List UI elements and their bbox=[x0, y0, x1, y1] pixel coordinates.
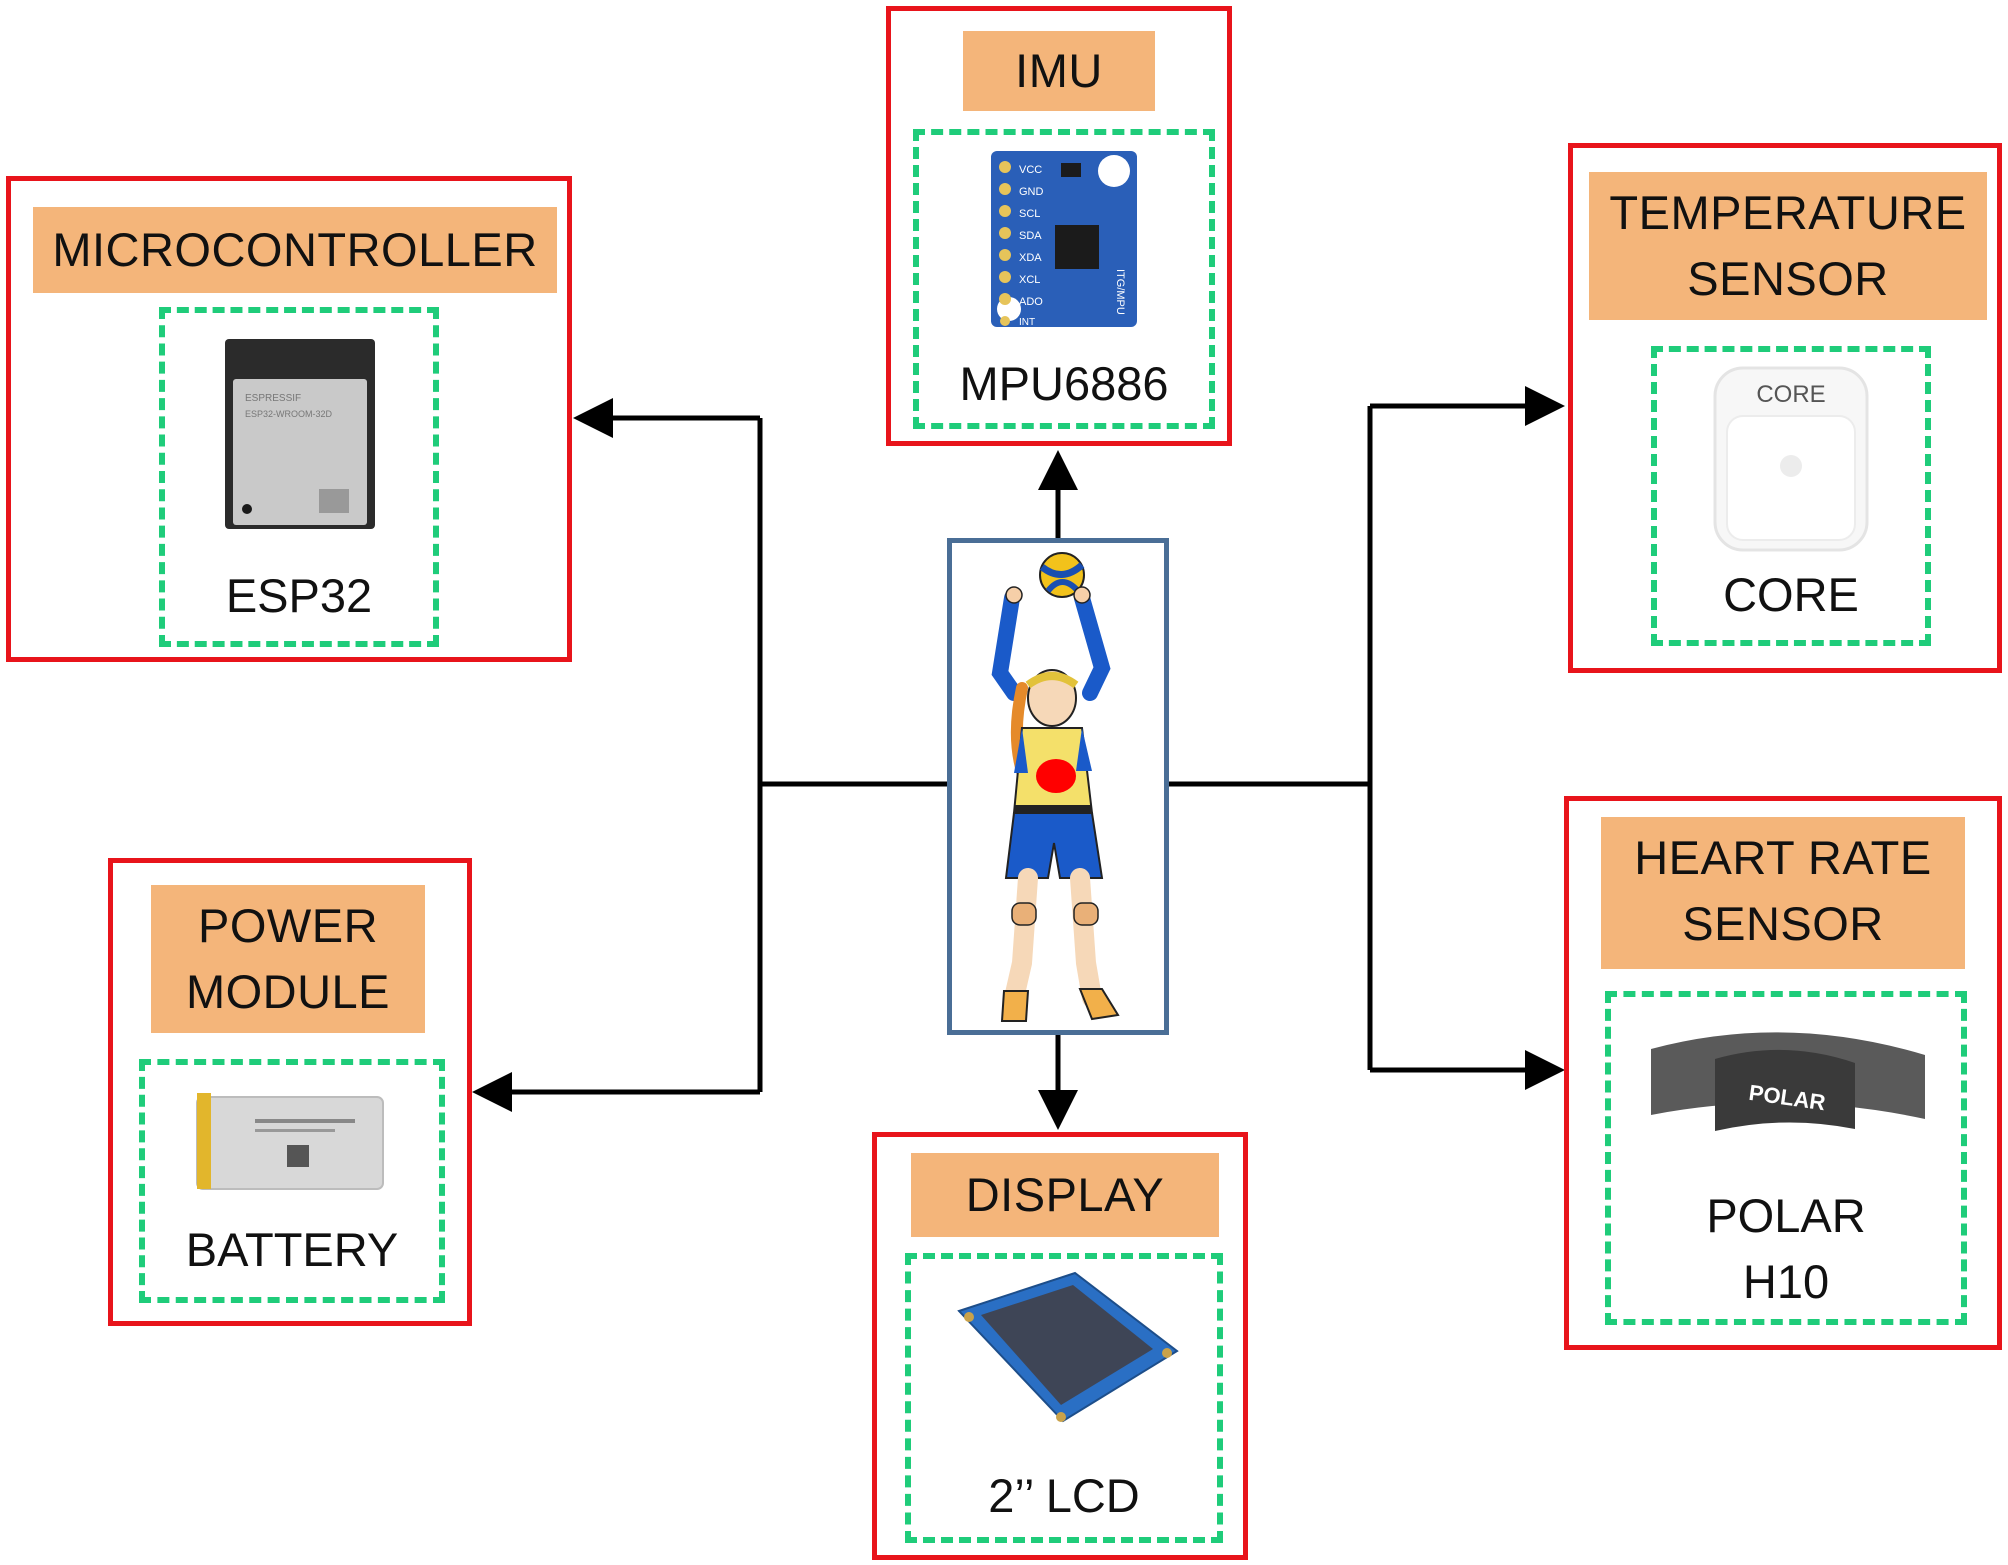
temperature-sensor-block: TEMPERATURE SENSOR CORE CORE bbox=[1568, 143, 2002, 673]
power-module-caption: BATTERY bbox=[185, 1223, 399, 1276]
imu-header: IMU bbox=[963, 31, 1155, 111]
svg-text:GND: GND bbox=[1019, 186, 1044, 198]
svg-text:SCL: SCL bbox=[1019, 208, 1040, 220]
svg-text:ESPRESSIF: ESPRESSIF bbox=[245, 393, 301, 404]
svg-text:ADO: ADO bbox=[1019, 296, 1043, 308]
athlete-panel bbox=[947, 538, 1169, 1035]
svg-text:INT: INT bbox=[1019, 317, 1035, 328]
power-header-line2: MODULE bbox=[185, 965, 391, 1018]
sensor-position-dot bbox=[1036, 759, 1076, 793]
power-module-block: POWER MODULE BATTERY bbox=[108, 858, 472, 1326]
esp32-module-icon: ESPRESSIF ESP32-WROOM-32D bbox=[225, 339, 375, 529]
svg-text:XCL: XCL bbox=[1019, 274, 1040, 286]
battery-icon bbox=[196, 1093, 384, 1190]
microcontroller-inner: ESPRESSIF ESP32-WROOM-32D ESP32 bbox=[159, 307, 439, 647]
temperature-sensor-caption: CORE bbox=[1723, 568, 1859, 621]
heart-rate-sensor-inner: POLAR POLAR H10 bbox=[1605, 991, 1967, 1325]
heart-rate-caption-line1: POLAR bbox=[1706, 1189, 1866, 1242]
heart-rate-caption-line2: H10 bbox=[1742, 1255, 1830, 1308]
imu-caption: MPU6886 bbox=[959, 357, 1169, 410]
microcontroller-header: MICROCONTROLLER bbox=[33, 207, 557, 293]
heart-rate-sensor-caption: POLAR H10 bbox=[1611, 1183, 1961, 1315]
core-sensor-icon: CORE bbox=[1713, 366, 1869, 552]
imu-block: IMU VCC GND SCL SDA XDA XCL ADO INT ITG/… bbox=[886, 6, 1232, 446]
heart-rate-sensor-block: HEART RATE SENSOR POLAR POLAR H10 bbox=[1564, 796, 2002, 1350]
heart-rate-header-line2: SENSOR bbox=[1682, 897, 1884, 950]
mpu6886-board-icon: VCC GND SCL SDA XDA XCL ADO INT ITG/MPU bbox=[991, 151, 1137, 328]
temperature-sensor-inner: CORE CORE bbox=[1651, 346, 1931, 646]
temperature-header-line1: TEMPERATURE bbox=[1609, 186, 1967, 239]
svg-text:ITG/MPU: ITG/MPU bbox=[1114, 269, 1126, 315]
polar-strap-icon: POLAR bbox=[1651, 1032, 1925, 1131]
display-block: DISPLAY 2’’ LCD bbox=[872, 1132, 1248, 1560]
svg-text:SDA: SDA bbox=[1019, 230, 1042, 242]
svg-text:XDA: XDA bbox=[1019, 252, 1042, 264]
temperature-sensor-header: TEMPERATURE SENSOR bbox=[1589, 172, 1987, 320]
heart-rate-sensor-header: HEART RATE SENSOR bbox=[1601, 817, 1965, 969]
power-module-header: POWER MODULE bbox=[151, 885, 425, 1033]
svg-text:VCC: VCC bbox=[1019, 164, 1042, 176]
lcd-module-icon bbox=[957, 1271, 1179, 1423]
microcontroller-block: MICROCONTROLLER ESPRESSIF ESP32-WROOM-32… bbox=[6, 176, 572, 662]
volleyball-player-icon bbox=[991, 552, 1120, 1022]
display-inner: 2’’ LCD bbox=[905, 1253, 1223, 1543]
display-caption: 2’’ LCD bbox=[988, 1469, 1140, 1522]
temperature-header-line2: SENSOR bbox=[1687, 252, 1889, 305]
microcontroller-caption: ESP32 bbox=[225, 569, 373, 622]
svg-text:CORE: CORE bbox=[1756, 381, 1825, 408]
imu-inner: VCC GND SCL SDA XDA XCL ADO INT ITG/MPU … bbox=[913, 129, 1215, 429]
display-header: DISPLAY bbox=[911, 1153, 1219, 1237]
svg-text:ESP32-WROOM-32D: ESP32-WROOM-32D bbox=[245, 409, 333, 419]
heart-rate-header-line1: HEART RATE bbox=[1634, 831, 1932, 884]
power-header-line1: POWER bbox=[197, 899, 379, 952]
power-module-inner: BATTERY bbox=[139, 1059, 445, 1303]
